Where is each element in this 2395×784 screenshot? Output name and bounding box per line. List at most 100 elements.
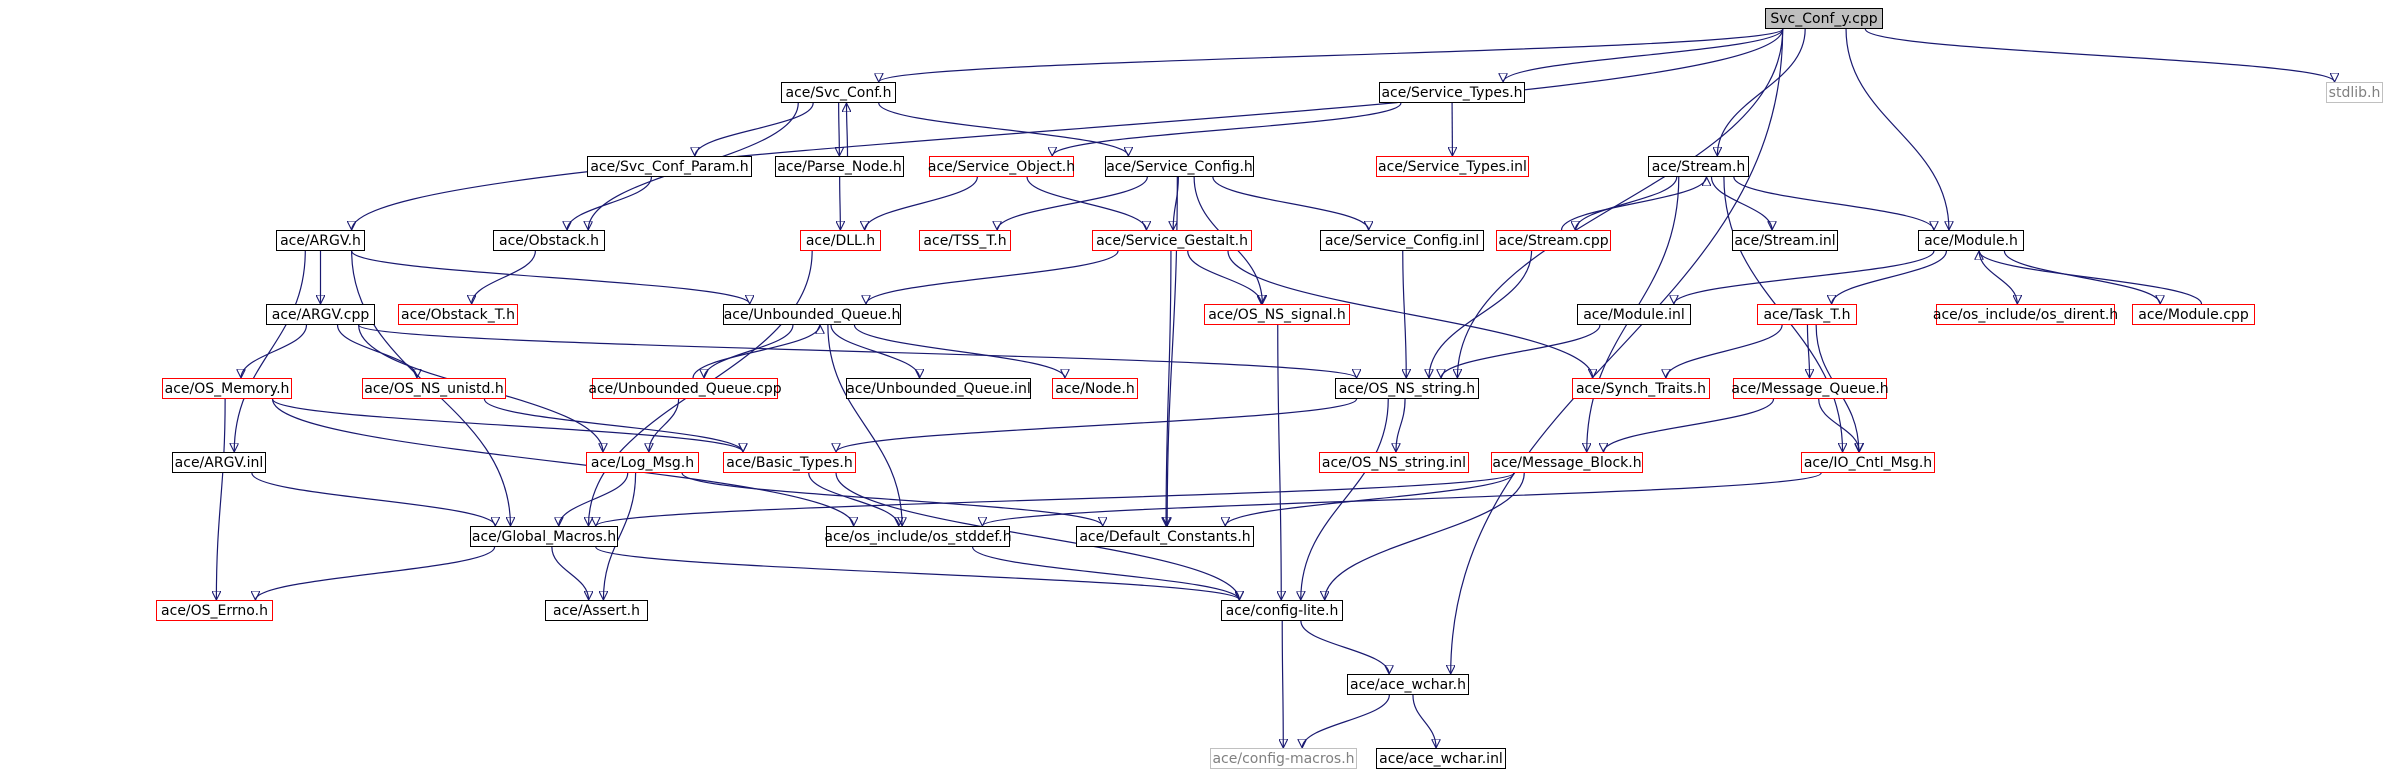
edge-svc-conf-y-cpp-to-ace-wchar-h — [1451, 28, 1784, 674]
file-node-task-t-h[interactable]: ace/Task_T.h — [1757, 304, 1857, 325]
file-node-unbounded-queue-inl[interactable]: ace/Unbounded_Queue.inl — [846, 378, 1031, 399]
edge-basic-types-h-to-os-stddef-h — [808, 472, 899, 527]
file-node-service-types-h[interactable]: ace/Service_Types.h — [1379, 82, 1525, 103]
edge-service-config-h-to-tss-t-h — [997, 176, 1148, 231]
file-node-service-object-h[interactable]: ace/Service_Object.h — [928, 156, 1075, 177]
file-node-message-block-h[interactable]: ace/Message_Block.h — [1491, 452, 1643, 473]
edge-os-ns-string-h-to-basic-types-h — [836, 398, 1358, 453]
file-node-parse-node-h[interactable]: ace/Parse_Node.h — [775, 156, 904, 177]
edge-message-block-h-to-global-macros-h — [596, 472, 1515, 527]
file-node-os-ns-string-h[interactable]: ace/OS_NS_string.h — [1335, 378, 1479, 399]
file-node-config-macros-h[interactable]: ace/config-macros.h — [1210, 748, 1357, 769]
file-node-ace-wchar-inl[interactable]: ace/ace_wchar.inl — [1376, 748, 1506, 769]
edge-message-block-h-to-config-lite-h — [1325, 472, 1525, 600]
edge-io-cntl-msg-h-to-os-stddef-h — [982, 472, 1822, 527]
edge-argv-inl-to-global-macros-h — [251, 472, 495, 527]
file-node-default-constants-h[interactable]: ace/Default_Constants.h — [1076, 526, 1254, 547]
file-node-service-config-inl[interactable]: ace/Service_Config.inl — [1320, 230, 1484, 251]
file-node-module-inl[interactable]: ace/Module.inl — [1577, 304, 1691, 325]
file-node-ace-wchar-h[interactable]: ace/ace_wchar.h — [1347, 674, 1469, 695]
file-node-os-memory-h[interactable]: ace/OS_Memory.h — [162, 378, 292, 399]
file-node-stdlib-h[interactable]: stdlib.h — [2326, 82, 2383, 103]
edge-argv-h-to-unbounded-queue-h — [351, 250, 750, 305]
file-node-svc-conf-param-h[interactable]: ace/Svc_Conf_Param.h — [587, 156, 752, 177]
file-node-argv-inl[interactable]: ace/ARGV.inl — [172, 452, 266, 473]
file-node-global-macros-h[interactable]: ace/Global_Macros.h — [470, 526, 618, 547]
file-node-obstack-t-h[interactable]: ace/Obstack_T.h — [398, 304, 518, 325]
edge-os-ns-string-h-to-os-ns-string-inl — [1396, 398, 1406, 452]
file-node-stream-inl[interactable]: ace/Stream.inl — [1732, 230, 1838, 251]
edge-ace-wchar-h-to-config-macros-h — [1302, 694, 1390, 749]
edge-service-gestalt-h-to-synch-traits-h — [1227, 250, 1593, 378]
edge-service-gestalt-h-to-unbounded-queue-h — [866, 250, 1119, 305]
edge-log-msg-h-to-assert-h — [603, 472, 637, 600]
file-node-config-lite-h[interactable]: ace/config-lite.h — [1221, 600, 1343, 621]
edge-unbounded-queue-cpp-to-unbounded-queue-h — [692, 324, 820, 379]
edge-obstack-h-to-obstack-t-h — [472, 250, 536, 305]
file-node-io-cntl-msg-h[interactable]: ace/IO_Cntl_Msg.h — [1801, 452, 1935, 473]
file-node-os-stddef-h[interactable]: ace/os_include/os_stddef.h — [824, 526, 1012, 547]
edge-svc-conf-y-cpp-to-svc-conf-h — [879, 28, 1784, 83]
file-node-dll-h[interactable]: ace/DLL.h — [800, 230, 881, 251]
file-node-node-h[interactable]: ace/Node.h — [1052, 378, 1138, 399]
file-node-tss-t-h[interactable]: ace/TSS_T.h — [919, 230, 1011, 251]
edge-basic-types-h-to-config-lite-h — [835, 472, 1239, 600]
edge-global-macros-h-to-os-errno-h — [255, 546, 496, 601]
edge-unbounded-queue-h-to-unbounded-queue-cpp — [704, 324, 794, 379]
file-node-obstack-h[interactable]: ace/Obstack.h — [493, 230, 605, 251]
edge-argv-cpp-to-os-ns-string-h — [358, 324, 1357, 379]
edge-os-ns-signal-h-to-config-lite-h — [1278, 324, 1282, 600]
edge-message-block-h-to-default-constants-h — [1225, 472, 1515, 527]
file-node-log-msg-h[interactable]: ace/Log_Msg.h — [586, 452, 699, 473]
edge-service-gestalt-h-to-os-ns-signal-h — [1187, 250, 1262, 305]
file-node-stream-h[interactable]: ace/Stream.h — [1648, 156, 1749, 177]
edge-svc-conf-y-cpp-to-stdlib-h — [1864, 28, 2334, 83]
file-node-os-dirent-h[interactable]: ace/os_include/os_dirent.h — [1933, 304, 2118, 325]
file-node-service-gestalt-h[interactable]: ace/Service_Gestalt.h — [1092, 230, 1252, 251]
edge-svc-conf-y-cpp-to-argv-h — [352, 28, 1784, 230]
edge-task-t-h-to-synch-traits-h — [1666, 324, 1783, 379]
edge-svc-conf-param-h-to-obstack-h — [567, 176, 653, 231]
edge-unbounded-queue-h-to-node-h — [853, 324, 1064, 379]
edge-unbounded-queue-h-to-unbounded-queue-inl — [830, 324, 920, 379]
file-node-module-h[interactable]: ace/Module.h — [1918, 230, 2024, 251]
edge-os-memory-h-to-os-stddef-h — [271, 398, 854, 527]
file-node-service-types-inl[interactable]: ace/Service_Types.inl — [1376, 156, 1529, 177]
file-node-unbounded-queue-h[interactable]: ace/Unbounded_Queue.h — [723, 304, 901, 325]
file-node-stream-cpp[interactable]: ace/Stream.cpp — [1496, 230, 1611, 251]
file-node-basic-types-h[interactable]: ace/Basic_Types.h — [723, 452, 856, 473]
file-node-os-ns-signal-h[interactable]: ace/OS_NS_signal.h — [1204, 304, 1350, 325]
edge-unbounded-queue-h-to-os-stddef-h — [827, 324, 902, 526]
edge-svc-conf-h-to-parse-node-h — [839, 102, 840, 156]
edge-argv-h-to-argv-inl — [234, 250, 306, 452]
edge-module-h-to-module-cpp — [2003, 250, 2160, 305]
edge-ace-wchar-h-to-ace-wchar-inl — [1412, 694, 1436, 748]
file-node-synch-traits-h[interactable]: ace/Synch_Traits.h — [1572, 378, 1710, 399]
file-node-module-cpp[interactable]: ace/Module.cpp — [2132, 304, 2255, 325]
file-node-assert-h[interactable]: ace/Assert.h — [545, 600, 648, 621]
file-node-os-ns-string-inl[interactable]: ace/OS_NS_string.inl — [1319, 452, 1469, 473]
edge-service-object-h-to-dll-h — [865, 176, 978, 231]
file-node-argv-h[interactable]: ace/ARGV.h — [276, 230, 365, 251]
edge-service-object-h-to-service-gestalt-h — [1026, 176, 1146, 231]
edge-parse-node-h-to-dll-h — [840, 176, 841, 230]
file-node-os-errno-h[interactable]: ace/OS_Errno.h — [156, 600, 273, 621]
file-node-svc-conf-y-cpp[interactable]: Svc_Conf_y.cpp — [1765, 8, 1883, 29]
file-node-os-ns-unistd-h[interactable]: ace/OS_NS_unistd.h — [362, 378, 506, 399]
edge-config-lite-h-to-config-macros-h — [1282, 620, 1283, 748]
edge-service-config-h-to-service-config-inl — [1212, 176, 1369, 231]
file-node-service-config-h[interactable]: ace/Service_Config.h — [1105, 156, 1254, 177]
edge-svc-conf-h-to-svc-conf-param-h — [695, 102, 814, 157]
edge-os-stddef-h-to-config-lite-h — [972, 546, 1240, 601]
edge-svc-conf-h-to-service-config-h — [878, 102, 1129, 157]
edge-module-h-to-module-inl — [1674, 250, 1935, 305]
file-node-svc-conf-h[interactable]: ace/Svc_Conf.h — [781, 82, 896, 103]
edge-global-macros-h-to-assert-h — [551, 546, 589, 601]
edge-task-t-h-to-message-queue-h — [1807, 324, 1809, 378]
file-node-argv-cpp[interactable]: ace/ARGV.cpp — [266, 304, 375, 325]
edge-argv-cpp-to-os-memory-h — [241, 324, 308, 379]
file-node-message-queue-h[interactable]: ace/Message_Queue.h — [1731, 378, 1889, 399]
file-node-unbounded-queue-cpp[interactable]: ace/Unbounded_Queue.cpp — [588, 378, 782, 399]
edge-config-lite-h-to-ace-wchar-h — [1300, 620, 1389, 675]
